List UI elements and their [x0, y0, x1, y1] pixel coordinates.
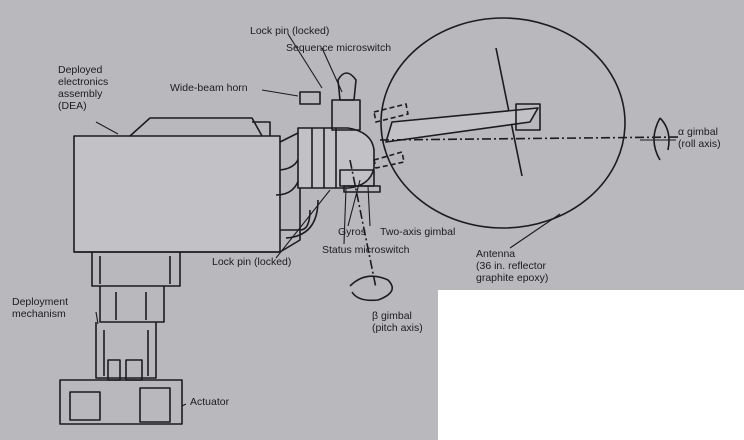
label-alpha-gimbal: α gimbal (roll axis): [678, 126, 721, 150]
label-dea: Deployed electronics assembly (DEA): [58, 64, 109, 112]
label-lock-pin-top: Lock pin (locked): [250, 25, 330, 37]
roll-axis: [379, 136, 681, 141]
label-sequence-microswitch: Sequence microswitch: [286, 42, 392, 54]
antenna-reflector: [380, 17, 626, 229]
label-two-axis-gimbal: Two-axis gimbal: [380, 226, 456, 238]
actuator-base: [59, 379, 183, 425]
label-status-microswitch: Status microswitch: [322, 244, 410, 256]
label-wide-beam-horn: Wide-beam horn: [170, 82, 248, 94]
blank-area: [438, 290, 744, 440]
label-beta-gimbal: β gimbal (pitch axis): [372, 310, 423, 334]
pitch-axis: [349, 159, 377, 289]
label-deployment-mechanism: Deployment mechanism: [12, 296, 69, 320]
beta-rotation-arrow: [349, 275, 394, 302]
label-gyros: Gyros: [338, 226, 367, 238]
leader-lines: [95, 33, 676, 407]
label-lock-pin-bottom: Lock pin (locked): [212, 256, 292, 268]
antenna-feed: [385, 47, 541, 177]
gimbal-assembly: [297, 72, 409, 193]
label-antenna: Antenna (36 in. reflector graphite epoxy…: [476, 248, 549, 284]
label-actuator: Actuator: [190, 396, 230, 408]
dea-box: [73, 117, 301, 253]
deployment-column: [91, 252, 181, 381]
alpha-rotation-arrow: [653, 117, 670, 161]
